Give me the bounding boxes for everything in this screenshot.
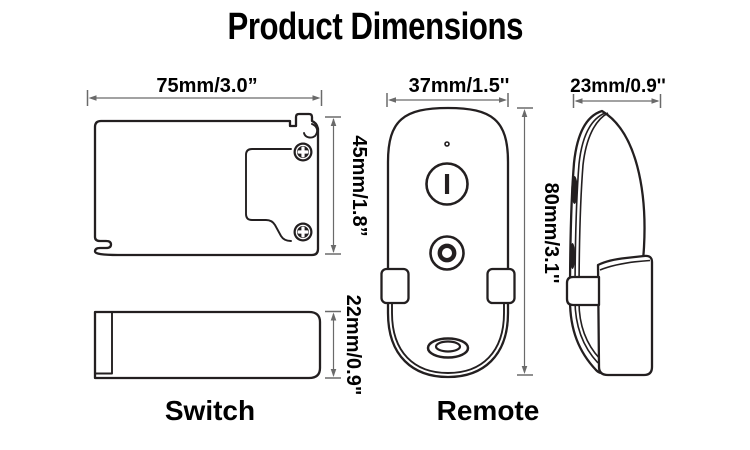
remote-mount-tab-right <box>486 267 516 305</box>
switch-label: Switch <box>165 395 255 426</box>
dimension-switch-thickness: 22mm/0.9" <box>325 295 364 396</box>
dimension-remote-height: 80mm/3.1'' <box>517 107 562 376</box>
lanyard-hole <box>426 337 470 359</box>
phillips-screw-icon <box>293 222 313 242</box>
side-button-bump-lower <box>569 243 576 269</box>
switch-side-view <box>93 310 322 380</box>
remote-side-holder-outline <box>596 254 654 377</box>
switch-bracket-cutout <box>245 148 292 242</box>
switch-side-end-cap <box>94 311 113 375</box>
dimension-remote-width: 37mm/1.5'' <box>386 75 510 107</box>
remote-mount-tab-left <box>380 267 410 305</box>
dim-label-remote-thickness: 23mm/0.9'' <box>570 76 666 97</box>
remote-side-holder-slot-line <box>599 259 651 271</box>
switch-top-view <box>93 112 320 257</box>
dimension-switch-width: 75mm/3.0” <box>86 75 323 106</box>
dimension-switch-height: 45mm/1.8” <box>325 116 370 255</box>
dimension-remote-thickness: 23mm/0.9'' <box>570 76 666 108</box>
led-indicator-icon <box>444 141 450 147</box>
switch-side-outline <box>93 310 322 380</box>
power-off-symbol <box>437 243 457 263</box>
remote-side-edge-line-1 <box>574 112 606 364</box>
dim-label-switch-width: 75mm/3.0” <box>156 75 257 97</box>
remote-side-clip <box>565 275 601 307</box>
power-on-symbol: I <box>443 169 451 201</box>
page-title: Product Dimensions <box>0 6 750 49</box>
power-on-button: I <box>425 162 469 206</box>
dim-label-switch-thickness: 22mm/0.9" <box>342 295 364 396</box>
remote-front-view: I <box>380 106 516 379</box>
remote-front-outline <box>386 106 510 379</box>
remote-label: Remote <box>437 395 540 426</box>
page-title-text: Product Dimensions <box>227 6 523 48</box>
switch-top-outline <box>93 112 320 257</box>
side-button-bump-upper <box>571 176 578 204</box>
phillips-screw-icon <box>293 142 313 162</box>
switch-top-curl <box>303 123 319 139</box>
power-off-button <box>429 235 465 271</box>
dim-label-switch-height: 45mm/1.8” <box>348 135 370 236</box>
remote-side-view <box>565 109 654 377</box>
dim-label-remote-width: 37mm/1.5'' <box>409 75 510 97</box>
dim-label-remote-height: 80mm/3.1'' <box>540 183 562 284</box>
remote-side-edge-line-2 <box>578 112 609 360</box>
remote-holder-inner-line <box>391 303 505 374</box>
